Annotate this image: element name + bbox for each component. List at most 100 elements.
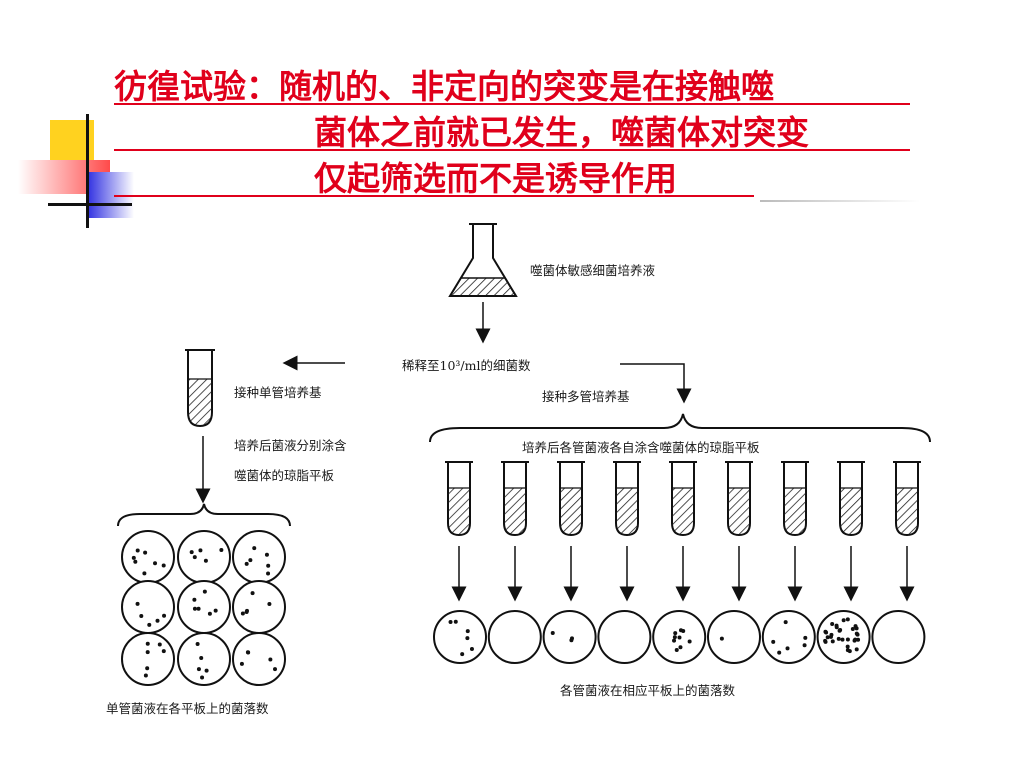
colony-dot	[213, 608, 218, 613]
petri-plate	[597, 610, 652, 664]
culture-tube-icon	[557, 461, 585, 537]
single-plates-brace	[117, 503, 291, 527]
colony-dot	[202, 589, 207, 594]
colony-dot	[267, 601, 272, 606]
culture-tube-icon	[445, 461, 473, 537]
petri-plate	[121, 530, 175, 584]
colony-dot	[161, 563, 166, 568]
colony-dot	[196, 606, 201, 611]
slide-title: 彷徨试验：随机的、非定向的突变是在接触噬 菌体之前就已发生，噬菌体对突变 仅起筛…	[100, 64, 920, 202]
culture-flask-icon	[448, 223, 518, 297]
culture-tube-icon	[837, 461, 865, 537]
petri-plate	[707, 610, 761, 664]
colony-dot	[145, 641, 150, 646]
colony-dot	[219, 548, 224, 553]
colony-dot	[825, 635, 830, 640]
colony-dot	[840, 637, 845, 642]
colony-dot	[135, 548, 140, 553]
colony-dot	[469, 646, 474, 651]
petri-plate	[761, 610, 816, 664]
colony-dot	[678, 645, 683, 650]
colony-dot	[248, 558, 253, 563]
colony-dot	[143, 673, 148, 678]
petri-plate	[121, 632, 175, 686]
colony-dot	[143, 550, 148, 555]
petri-plate	[177, 580, 231, 634]
colony-dot	[453, 619, 458, 624]
culture-tube-icon	[781, 461, 809, 537]
culture-tube-icon	[501, 461, 529, 537]
colony-dot	[854, 647, 859, 652]
colony-dot	[674, 648, 679, 653]
colony-dot	[465, 629, 470, 634]
colony-dot	[823, 629, 828, 634]
petri-plate	[232, 580, 286, 634]
colony-dot	[192, 555, 197, 560]
single-tube-icon	[185, 349, 215, 428]
colony-dot	[189, 550, 194, 555]
colony-dot	[847, 649, 852, 654]
colony-dot	[838, 628, 843, 633]
colony-dot	[252, 546, 257, 551]
colony-dot	[841, 618, 846, 623]
colony-dot	[192, 606, 197, 611]
colony-dot	[845, 617, 850, 622]
multi-tube-plates	[433, 610, 926, 664]
colony-dot	[195, 641, 200, 646]
multi-plate	[433, 610, 487, 664]
multi-plate	[542, 610, 597, 664]
single-plate	[177, 632, 231, 686]
single-tube-label: 接种单管培养基	[234, 385, 322, 400]
multi-result-label: 各管菌液在相应平板上的菌落数	[560, 683, 736, 698]
colony-dot	[245, 608, 250, 613]
petri-plate	[232, 530, 286, 584]
petri-plate	[487, 610, 542, 664]
colony-dot	[199, 656, 204, 661]
title-line-3-text: 仅起筛选而不是诱导作用	[314, 159, 677, 198]
title-underline-3	[114, 195, 754, 197]
petri-plate	[177, 530, 231, 584]
colony-dot	[196, 667, 201, 672]
colony-dot	[854, 631, 859, 636]
colony-dot	[198, 548, 203, 553]
colony-dot	[239, 661, 244, 666]
single-plate	[121, 632, 175, 686]
colony-dot	[200, 675, 205, 680]
decor-vertical-line	[86, 114, 89, 228]
colony-dot	[803, 635, 808, 640]
colony-dot	[677, 635, 682, 640]
colony-dot	[771, 639, 776, 644]
colony-dot	[836, 636, 841, 641]
dilute-label: 稀释至10³/ml的细菌数	[402, 358, 531, 373]
colony-dot	[802, 643, 807, 648]
title-line-3: 仅起筛选而不是诱导作用	[100, 156, 920, 202]
colony-dot	[147, 622, 152, 627]
culture-tube-icon	[669, 461, 697, 537]
single-plate	[232, 632, 286, 686]
colony-dot	[139, 614, 144, 619]
title-underline-1	[114, 103, 910, 105]
multi-plate	[761, 610, 816, 664]
colony-dot	[550, 630, 555, 635]
decor-horizontal-line	[48, 203, 132, 206]
colony-dot	[850, 626, 855, 631]
culture-tube-icon	[725, 461, 753, 537]
colony-dot	[192, 597, 197, 602]
colony-dot	[268, 657, 273, 662]
colony-dot	[266, 563, 271, 568]
colony-dot	[465, 636, 470, 641]
title-line-1-text: 彷徨试验：随机的、非定向的突变是在接触噬	[114, 67, 774, 106]
colony-dot	[448, 620, 453, 625]
colony-dot	[672, 635, 677, 640]
colony-dot	[245, 650, 250, 655]
colony-dot	[830, 622, 835, 627]
multi-plate	[871, 610, 926, 664]
single-step-label-2: 噬菌体的琼脂平板	[234, 468, 335, 483]
title-line-1: 彷徨试验：随机的、非定向的突变是在接触噬	[100, 64, 920, 110]
colony-dot	[678, 628, 683, 633]
colony-dot	[250, 591, 255, 596]
single-result-label: 单管菌液在各平板上的菌落数	[106, 701, 269, 716]
colony-dot	[131, 555, 136, 560]
title-underline-2	[114, 149, 910, 151]
